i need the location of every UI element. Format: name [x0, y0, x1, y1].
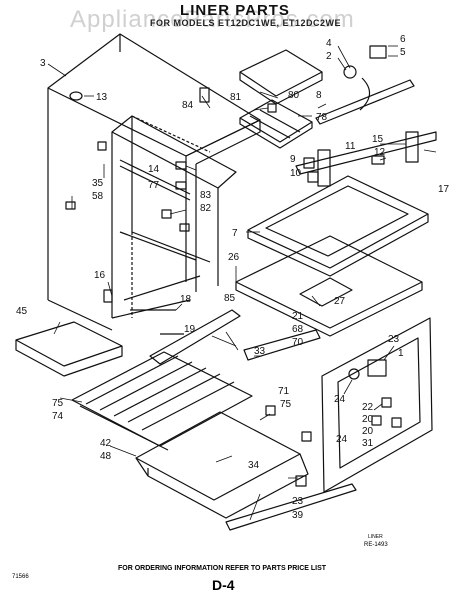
trim-8	[315, 79, 415, 125]
callout-9: 9	[290, 154, 296, 165]
container-42	[15, 321, 123, 367]
callout-75: 75	[52, 398, 64, 409]
callout-82: 82	[200, 203, 212, 214]
callout-6: 6	[400, 34, 406, 45]
part-31	[391, 417, 402, 428]
plug-13	[69, 91, 83, 101]
rail-33	[149, 309, 241, 365]
callout-19: 19	[184, 324, 196, 335]
watermark: AppliancePartsPros.com	[70, 6, 355, 33]
callout-17: 17	[438, 184, 450, 195]
part-71	[301, 431, 312, 442]
part-12	[371, 155, 385, 165]
callout-85: 85	[224, 293, 236, 304]
clip-14	[175, 161, 187, 170]
callout-2: 2	[326, 51, 332, 62]
callout-7: 7	[232, 228, 238, 239]
part-48	[265, 405, 276, 416]
part-29	[367, 359, 387, 377]
callout-71: 75	[280, 399, 292, 410]
part-30	[348, 368, 360, 380]
clip-82	[179, 223, 190, 232]
clip-34	[97, 141, 107, 151]
callout-11: 11	[345, 141, 356, 152]
callout-29: 23	[388, 334, 400, 345]
callout-4: 4	[326, 38, 332, 49]
callout-24: 24	[336, 434, 348, 445]
model-subtitle: FOR MODELS ET12DC1WE, ET12DC2WE	[150, 18, 342, 28]
callout-68: 68	[292, 324, 304, 335]
sheet-code-top: LINER	[368, 534, 383, 540]
strip-17	[295, 131, 437, 175]
callout-1: 1	[398, 348, 404, 359]
part-4	[343, 65, 357, 79]
callout-10: 10	[290, 168, 302, 179]
part-10	[307, 171, 319, 183]
callout-39: 39	[292, 510, 304, 521]
callout-41: 42	[100, 438, 112, 449]
callout-70: 70	[292, 337, 304, 348]
page-title: LINER PARTS	[180, 2, 290, 19]
callout-30: 24	[334, 394, 346, 405]
callout-80: 80	[288, 90, 300, 101]
part-23	[295, 475, 307, 487]
ice-tray-78	[239, 99, 313, 149]
callout-33: 33	[254, 346, 266, 357]
callout-84: 84	[182, 100, 194, 111]
callout-83: 83	[200, 190, 212, 201]
callout-27: 27	[334, 296, 346, 307]
callout-31: 31	[362, 438, 374, 449]
wire-shelf-74-75	[71, 351, 253, 451]
cover-80	[239, 49, 323, 97]
callout-22: 22	[362, 402, 374, 413]
part-81	[267, 103, 277, 113]
callout-15: 15	[372, 134, 384, 145]
page-id: D-4	[212, 577, 235, 593]
rail-39	[225, 483, 357, 531]
callout-35: 34	[248, 460, 260, 471]
sheet-code: RE-1493	[364, 542, 388, 548]
duct-11	[317, 149, 331, 187]
callout-45: 48	[100, 451, 112, 462]
callout-14: 14	[148, 164, 160, 175]
crisper-cover-7	[247, 175, 429, 277]
rail-21	[243, 329, 321, 361]
control-6	[369, 45, 387, 59]
corner-code: 71566	[12, 574, 29, 580]
callout-5: 5	[400, 47, 406, 58]
liner-cabinet	[47, 33, 261, 331]
callout-28: 20	[362, 414, 374, 425]
callout-74: 74	[52, 411, 64, 422]
callout-12: 12	[374, 147, 386, 158]
clip-77	[175, 181, 187, 190]
glass-shelf-26	[235, 235, 423, 337]
callout-18: 18	[180, 294, 192, 305]
ordering-note: FOR ORDERING INFORMATION REFER TO PARTS …	[118, 565, 327, 572]
clip-83	[161, 209, 172, 219]
callout-23: 23	[292, 496, 304, 507]
callout-81: 81	[230, 92, 242, 103]
callout-8: 8	[316, 90, 322, 101]
part-20	[371, 415, 382, 426]
part-28	[381, 397, 392, 408]
callout-21: 21	[292, 311, 304, 322]
callout-16: 16	[94, 270, 106, 281]
door-panel-24	[321, 317, 433, 493]
callout-34: 35	[92, 178, 104, 189]
callout-48: 71	[278, 386, 290, 397]
part-9	[303, 157, 315, 169]
callout-26: 26	[228, 252, 240, 263]
callout-78: 78	[316, 112, 328, 123]
callout-42: 45	[16, 306, 28, 317]
part-84	[199, 87, 210, 103]
callout-58: 58	[92, 191, 104, 202]
callout-77: 77	[148, 180, 160, 191]
callout-20: 20	[362, 426, 374, 437]
crisper-drawer-41-45	[135, 411, 309, 519]
clip-58	[65, 201, 76, 210]
callout-13: 13	[96, 92, 108, 103]
callout-3: 3	[40, 58, 46, 69]
